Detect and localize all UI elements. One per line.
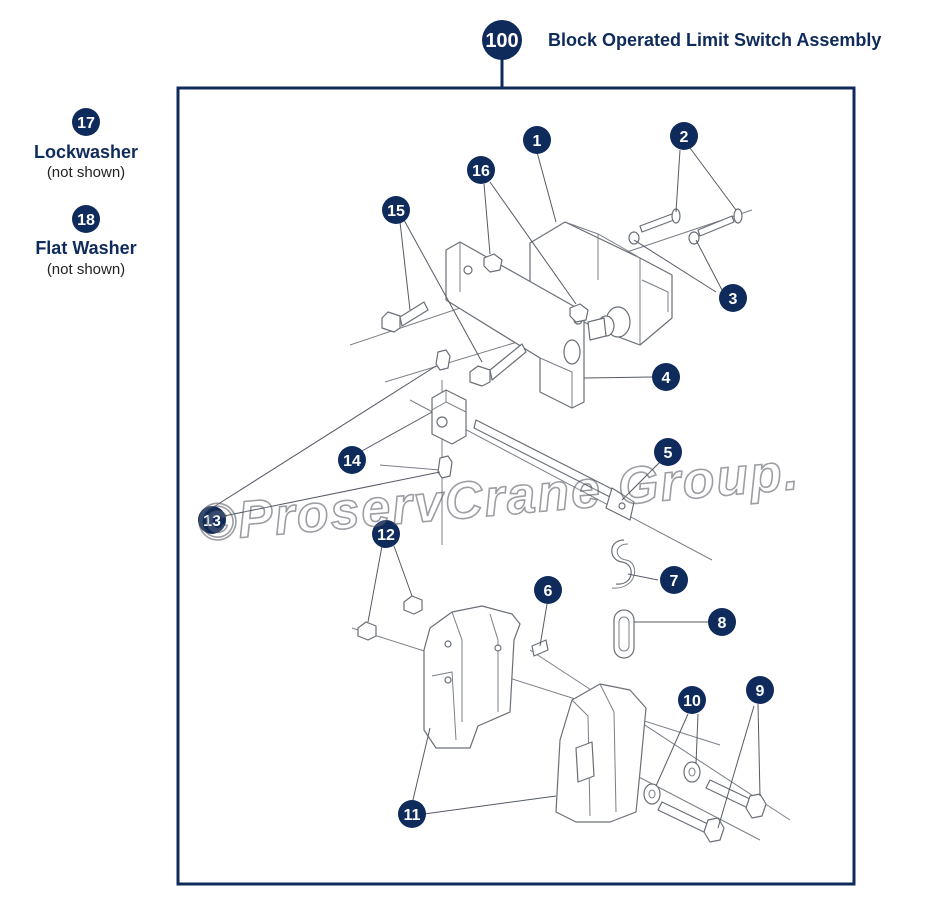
callout-number: 16 [472, 163, 490, 180]
assembly-title: Block Operated Limit Switch Assembly [548, 30, 881, 50]
callout-number: 12 [377, 527, 395, 544]
callout-number: 14 [343, 453, 361, 470]
callout-12: 12 [372, 520, 400, 548]
callout-number: 3 [729, 291, 738, 308]
assembly-callout-circle [482, 20, 522, 60]
callout-number: 15 [387, 203, 405, 220]
note-title: Lockwasher [34, 142, 138, 162]
callout-11: 11 [398, 800, 426, 828]
pin [531, 639, 549, 657]
plate-nuts [483, 253, 589, 323]
chain-link [613, 609, 635, 659]
callout-14: 14 [338, 446, 366, 474]
note-lockwasher: 17 Lockwasher (not shown) [34, 108, 138, 181]
callout-number: 10 [683, 693, 701, 710]
actuating-rod [473, 419, 635, 521]
callout-number: 8 [718, 615, 727, 632]
callout-number: 11 [404, 807, 421, 824]
callout-13: 13 [198, 506, 226, 534]
callout-7: 7 [660, 566, 688, 594]
callout-number: 7 [670, 573, 679, 590]
callout-1: 1 [523, 126, 551, 154]
callout-number: 9 [756, 683, 765, 700]
note-flat-washer: 18 Flat Washer (not shown) [35, 205, 137, 278]
callout-8: 8 [708, 608, 736, 636]
callout-number: 4 [662, 370, 671, 387]
note-title: Flat Washer [35, 238, 136, 258]
assembly-number: 100 [485, 30, 518, 52]
note-number: 17 [77, 115, 95, 132]
callout-10: 10 [678, 686, 706, 714]
assembly-callout: 100 [482, 20, 522, 88]
callout-number: 6 [544, 583, 553, 600]
diagram-frame [176, 86, 856, 886]
callout-6: 6 [534, 576, 562, 604]
callout-number: 1 [533, 133, 542, 150]
callout-16: 16 [467, 156, 495, 184]
plate-bolts [381, 301, 527, 387]
note-subtitle: (not shown) [47, 164, 125, 181]
callout-3: 3 [719, 284, 747, 312]
callout-2: 2 [670, 122, 698, 150]
block-washers-and-bolts [643, 761, 767, 843]
callout-5: 5 [654, 438, 682, 466]
block-halves [423, 605, 647, 823]
block-nuts [357, 595, 423, 641]
note-subtitle: (not shown) [47, 261, 125, 278]
switch-screws [628, 208, 743, 245]
clamp-block [431, 349, 467, 479]
callout-4: 4 [652, 363, 680, 391]
callout-9: 9 [746, 676, 774, 704]
callout-number: 2 [680, 129, 689, 146]
callout-15: 15 [382, 196, 410, 224]
s-hook [611, 539, 635, 589]
note-number: 18 [77, 212, 95, 229]
callout-number: 13 [203, 513, 221, 530]
copyright-watermark: ©ProservCrane Group. [195, 443, 802, 553]
limit-switch-body [529, 221, 673, 346]
leader-lines [211, 147, 761, 829]
callout-number: 5 [664, 445, 673, 462]
